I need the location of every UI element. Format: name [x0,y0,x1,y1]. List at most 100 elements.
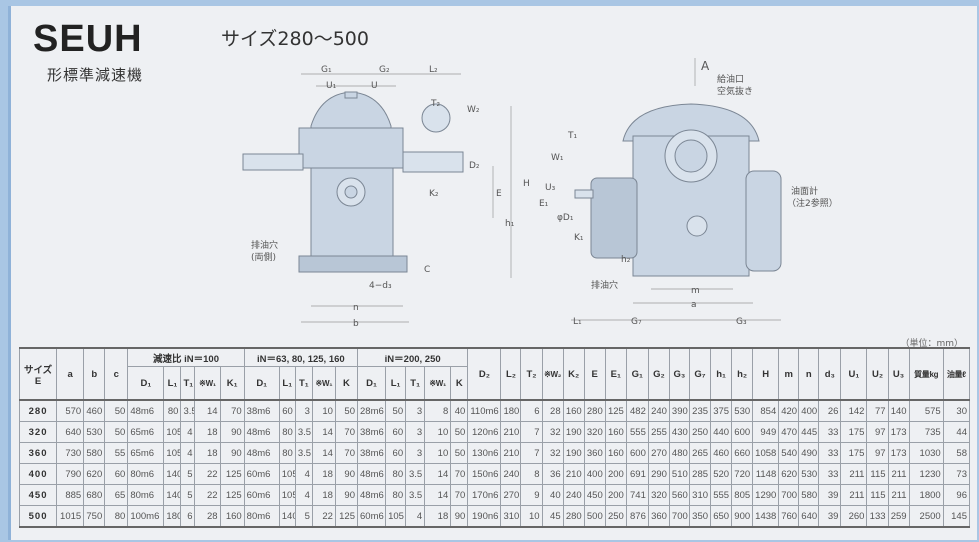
value-cell: 48m6 [127,399,165,422]
value-cell: 211 [887,463,910,485]
value-cell: 260 [840,505,868,528]
value-cell: 105 [163,442,182,464]
value-cell: 80 [163,399,182,422]
value-cell: 500 [583,505,606,528]
value-cell: 40 [450,399,469,422]
header-col: 油量ℓ [942,347,971,401]
header-ratio-100: 減速比 iN＝100 [127,347,245,367]
value-cell: 10 [424,421,452,443]
header-col: a [56,347,85,401]
value-cell: 125 [219,484,245,506]
value-cell: 170n6 [467,484,502,506]
value-cell: 48m6 [356,484,387,506]
value-cell: 190 [562,421,585,443]
value-cell: 150n6 [467,463,502,485]
value-cell: 290 [647,463,670,485]
value-cell: 50 [334,399,359,422]
value-cell: 430 [668,421,690,443]
header-col: D₂ [467,347,502,401]
value-cell: 60 [385,442,407,464]
unit-note: （単位：mm） [900,339,963,349]
value-cell: 33 [818,442,842,464]
header-col: L₁ [163,366,182,401]
value-cell: 520 [710,463,733,485]
value-cell: 250 [604,505,627,528]
label-h1: h₁ [505,219,515,229]
value-cell: 120n6 [467,421,502,443]
value-cell: 140 [163,484,182,506]
label-k2: K₂ [429,189,439,199]
header-size: サイズ E [18,347,58,401]
label-w2: W₂ [467,105,480,115]
header-col: T₁ [405,366,426,401]
value-cell: 65m6 [127,442,165,464]
value-cell: 18 [194,421,221,443]
label-h2: h₂ [621,255,631,265]
value-cell: 38m6 [356,421,387,443]
value-cell: 450 [583,484,606,506]
value-cell: 3 [405,399,426,422]
value-cell: 570 [56,399,85,422]
value-cell: 77 [866,399,889,422]
value-cell: 1230 [908,463,944,485]
value-cell: 320 [583,421,606,443]
value-cell: 8 [424,399,452,422]
value-cell: 4 [180,421,196,443]
value-cell: 3 [405,442,426,464]
value-cell: 105 [385,505,407,528]
value-cell: 32 [541,421,564,443]
header-col: U₃ [887,347,910,401]
header-col: T₁ [294,366,313,401]
front-view-drawing: G₁ G₂ L₂ U₁ U T₂ W₂ D₂ K₂ E h₁ H C 4−d₃ … [242,65,530,329]
value-cell: 3.5 [405,484,426,506]
value-cell: 38m6 [243,399,280,422]
header-col: ※W₁ [194,366,221,401]
value-cell: 70 [334,442,359,464]
value-cell: 65 [104,484,129,506]
header-col: U₁ [840,347,868,401]
value-cell: 60 [385,421,407,443]
value-cell: 211 [887,484,910,506]
table-row: 2805704605048m6803.5147038m6603105028m65… [18,399,971,422]
header-col: ※W₁ [311,366,336,401]
label-d1: φD₁ [557,213,574,223]
value-cell: 133 [866,505,889,528]
value-cell: 4 [180,442,196,464]
value-cell: 80 [385,463,407,485]
value-cell: 4 [405,505,426,528]
value-cell: 640 [798,505,820,528]
value-cell: 490 [798,442,820,464]
value-cell: 14 [424,463,452,485]
label-t2: T₂ [430,99,440,109]
value-cell: 14 [424,484,452,506]
label-oil-inlet: 給油口 [717,73,744,85]
header-ratio-63-160: iN＝63, 80, 125, 160 [243,347,359,367]
label-g7: G₇ [631,317,642,327]
value-cell: 18 [194,442,221,464]
value-cell: 90 [334,463,359,485]
value-cell: 28m6 [356,399,387,422]
value-cell: 10 [520,505,543,528]
value-cell: 420 [778,399,800,422]
value-cell: 530 [83,421,106,443]
header-col: D₁ [243,366,280,401]
value-cell: 1030 [908,442,944,464]
value-cell: 173 [887,442,910,464]
header-col: K₂ [562,347,585,401]
value-cell: 90 [450,505,469,528]
value-cell: 885 [56,484,85,506]
value-cell: 160 [562,399,585,422]
value-cell: 60 [104,463,129,485]
value-cell: 741 [625,484,649,506]
label-m: m [691,286,700,296]
value-cell: 80 [278,421,296,443]
size-cell: 360 [18,442,58,464]
catalog-page: SEUH 形標準減速機 サイズ280～500 （単位：mm） G₁ G₂ L₂ [8,6,977,540]
value-cell: 90 [219,442,245,464]
label-side-drain: 排油穴 [591,279,618,291]
value-cell: 160 [604,442,627,464]
value-cell: 1148 [752,463,780,485]
value-cell: 115 [866,484,889,506]
value-cell: 3.5 [405,463,426,485]
